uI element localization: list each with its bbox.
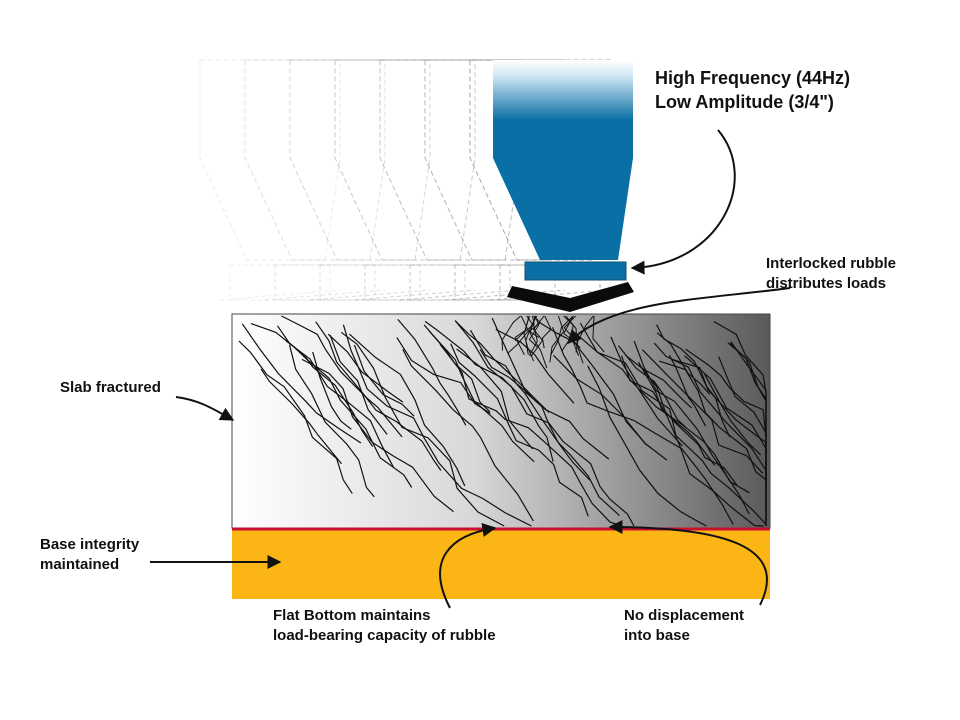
- crack-line: [455, 320, 620, 517]
- crack-line: [340, 331, 505, 527]
- crack-line: [454, 320, 635, 527]
- frequency-label: High Frequency (44Hz): [655, 68, 850, 88]
- ghost-hammer-outline: [289, 59, 431, 261]
- crack-line: [353, 344, 415, 417]
- crack-line: [656, 332, 711, 395]
- crack-line: [541, 315, 552, 349]
- crack-line: [540, 322, 648, 446]
- crack-line: [553, 354, 668, 461]
- ghost-hammer-foot: [309, 264, 431, 301]
- interlocked-label-line1: Interlocked rubble: [766, 255, 896, 272]
- crack-line: [552, 327, 734, 525]
- crack-line: [315, 321, 442, 471]
- ghost-hammer-foot: [219, 264, 341, 301]
- crack-line: [528, 315, 542, 338]
- crack-line: [637, 361, 716, 466]
- crack-line: [610, 336, 683, 447]
- flat-bottom-label-line2: load-bearing capacity of rubble: [273, 627, 496, 644]
- resonant-hammer: [493, 60, 634, 312]
- crack-line: [312, 351, 352, 430]
- amplitude-label: Low Amplitude (3/4"): [655, 92, 834, 112]
- crack-line: [281, 315, 403, 438]
- hammer-shoe: [524, 261, 627, 281]
- crack-line: [625, 354, 693, 409]
- crack-line: [621, 355, 764, 527]
- crack-line: [668, 355, 707, 427]
- hammer-beam: [493, 60, 633, 260]
- hammer-foot: [507, 282, 634, 312]
- interlocked-arrow: [567, 287, 791, 345]
- crack-line: [397, 319, 467, 426]
- ghost-hammer-foot: [264, 264, 386, 301]
- ghost-hammer-outline: [244, 59, 386, 261]
- crack-line: [617, 345, 687, 429]
- crack-line: [402, 349, 534, 522]
- fractured-slab: [231, 313, 771, 529]
- base-integrity-label-line1: Base integrity: [40, 536, 140, 553]
- crack-line: [396, 337, 491, 414]
- crack-line: [348, 333, 466, 487]
- crack-line: [424, 320, 554, 462]
- crack-line: [288, 344, 375, 498]
- crack-line: [529, 315, 548, 369]
- crack-line: [495, 328, 575, 404]
- ghost-hammer-outline: [199, 59, 341, 261]
- crack-line: [329, 334, 388, 435]
- crack-line: [507, 315, 529, 354]
- crack-line: [514, 315, 530, 356]
- crack-line: [653, 342, 767, 479]
- crack-line: [659, 360, 767, 491]
- crack-line: [514, 315, 535, 342]
- crack-line: [713, 320, 767, 482]
- base-layer: [232, 529, 770, 599]
- crack-line: [501, 315, 521, 351]
- crack-line: [301, 358, 454, 513]
- crack-line: [641, 349, 764, 474]
- crack-line: [285, 340, 395, 468]
- slab-arrow: [175, 396, 235, 421]
- interlocked-label-line2: distributes loads: [766, 275, 886, 292]
- ghost-hammer-outline: [334, 59, 476, 261]
- crack-line: [491, 317, 610, 460]
- no-displacement-label-line1: No displacement: [624, 607, 744, 624]
- crack-line: [327, 333, 404, 403]
- crack-line: [550, 315, 574, 356]
- crack-line: [528, 315, 540, 348]
- no-displacement-arrow: [608, 520, 768, 606]
- crack-line: [238, 340, 353, 494]
- crack-line: [469, 329, 591, 481]
- crack-line: [549, 315, 565, 363]
- crack-line: [342, 324, 532, 527]
- crack-line: [587, 365, 707, 527]
- flat-bottom-label-line1: Flat Bottom maintains: [273, 607, 431, 624]
- no-displacement-label-line2: into base: [624, 627, 690, 644]
- crack-line: [633, 340, 750, 515]
- crack-line: [260, 368, 342, 465]
- slab-cracks: [238, 315, 767, 527]
- crack-line: [704, 373, 762, 456]
- frequency-arrow: [630, 129, 736, 275]
- crack-line: [250, 323, 413, 488]
- crack-line: [530, 315, 545, 357]
- crack-line: [439, 343, 623, 527]
- crack-line: [450, 343, 589, 517]
- flat-bottom-arrow: [439, 523, 497, 609]
- annotation-arrows: [150, 129, 791, 609]
- crack-line: [241, 323, 362, 444]
- crack-line: [592, 315, 605, 353]
- slab-fractured-label: Slab fractured: [60, 379, 161, 396]
- base-integrity-label-line2: maintained: [40, 556, 119, 573]
- crack-line: [526, 315, 538, 356]
